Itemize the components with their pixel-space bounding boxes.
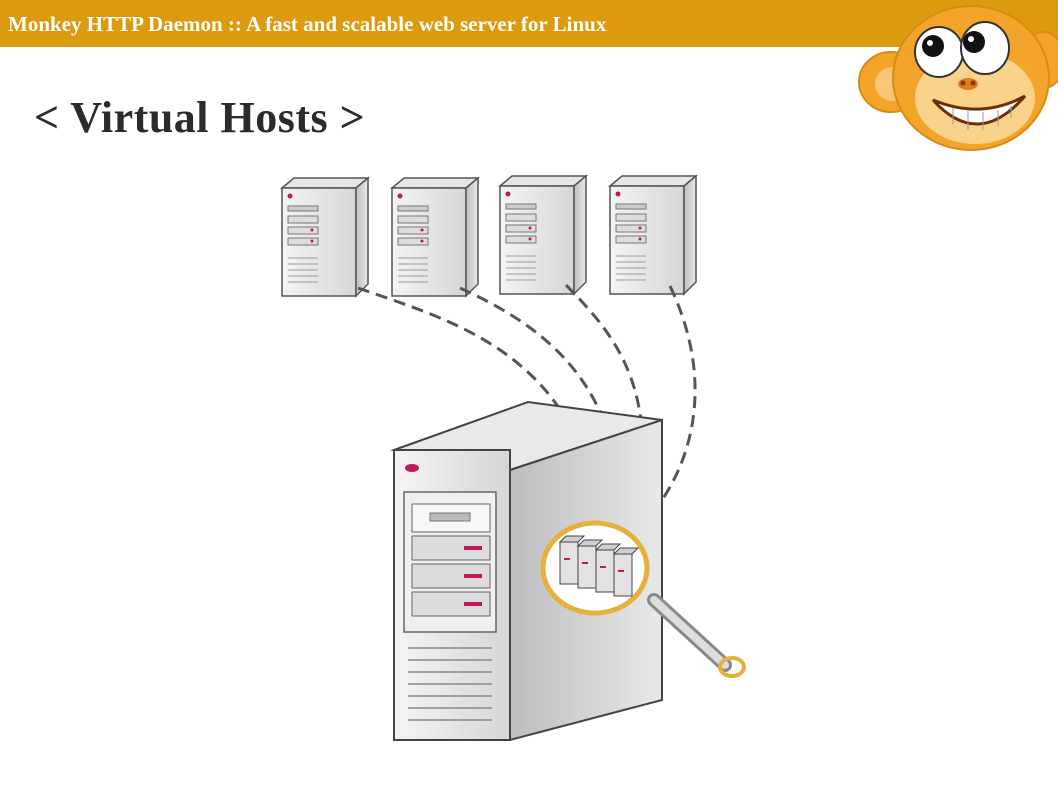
virtual-hosts-diagram bbox=[281, 175, 746, 742]
header-banner: Monkey HTTP Daemon :: A fast and scalabl… bbox=[0, 0, 1058, 47]
main-server bbox=[390, 400, 663, 742]
monkey-logo-icon bbox=[858, 5, 1058, 151]
arrow-path-4 bbox=[653, 285, 697, 511]
magnifier-icon bbox=[540, 520, 746, 678]
banner-title: Monkey HTTP Daemon :: A fast and scalabl… bbox=[8, 12, 607, 36]
virtual-host-server-1 bbox=[281, 177, 369, 297]
virtual-host-server-4 bbox=[609, 175, 697, 295]
virtual-host-server-3 bbox=[499, 175, 587, 295]
virtual-host-server-2 bbox=[391, 177, 479, 297]
slide-title: < Virtual Hosts > bbox=[34, 93, 366, 142]
